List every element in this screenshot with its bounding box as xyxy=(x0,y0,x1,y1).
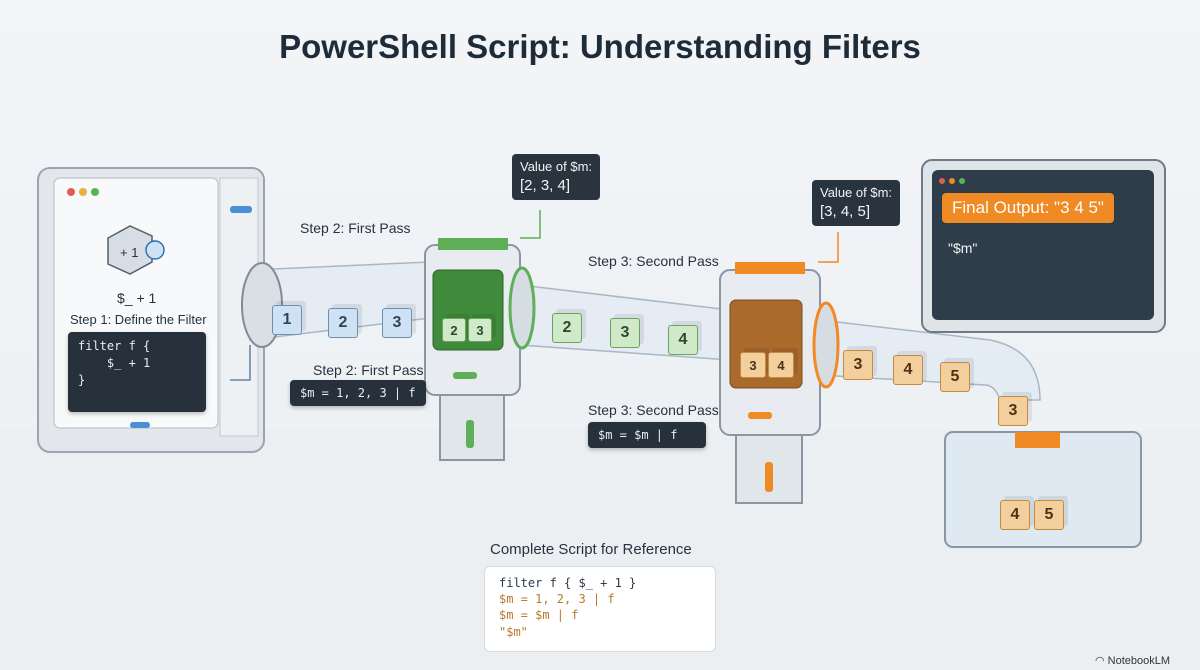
reference-line: $m = 1, 2, 3 | f xyxy=(499,592,615,607)
value-callout-second-pass: Value of $m: [3, 4, 5] xyxy=(812,180,901,226)
step1-code: filter f { $_ + 1 } xyxy=(68,332,206,412)
step3-label-bottom: Step 3: Second Pass xyxy=(588,402,719,418)
reference-line: "$m" xyxy=(499,624,528,639)
input-cube: 2 xyxy=(328,308,358,338)
input-cube: 1 xyxy=(272,305,302,335)
output-cube: 4 xyxy=(893,355,923,385)
bin-cube: 5 xyxy=(1034,500,1064,530)
reference-line: $m = $m | f xyxy=(499,608,579,623)
callout-value: [2, 3, 4] xyxy=(520,176,571,194)
final-output-badge: Final Output: "3 4 5" xyxy=(942,193,1114,223)
step3-code: $m = $m | f xyxy=(588,422,706,448)
callout-value: [3, 4, 5] xyxy=(820,202,871,220)
notebooklm-logo-icon: ◠ xyxy=(1095,655,1108,667)
step2-label-bottom: Step 2: First Pass xyxy=(313,362,424,378)
input-cube: 3 xyxy=(610,318,640,348)
machine-cube: 3 xyxy=(740,352,766,378)
page-title: PowerShell Script: Understanding Filters xyxy=(279,28,921,65)
step3-label-top: Step 3: Second Pass xyxy=(588,253,719,269)
value-callout-first-pass: Value of $m: [2, 3, 4] xyxy=(512,154,601,200)
input-cube: 3 xyxy=(382,308,412,338)
filter-formula: $_ + 1 xyxy=(117,290,157,306)
plus-one-label: + 1 xyxy=(120,245,139,260)
machine-cube: 3 xyxy=(468,318,492,342)
input-cube: 4 xyxy=(668,325,698,355)
machine-cube: 4 xyxy=(768,352,794,378)
step1-label: Step 1: Define the Filter xyxy=(70,312,207,327)
output-bin xyxy=(944,431,1142,548)
notebooklm-watermark: ◠ NotebookLM xyxy=(1095,654,1170,667)
watermark-text: NotebookLM xyxy=(1107,655,1171,667)
step2-label-top: Step 2: First Pass xyxy=(300,220,411,236)
machine-cube: 2 xyxy=(442,318,466,342)
step2-code: $m = 1, 2, 3 | f xyxy=(290,380,426,406)
callout-title: Value of $m: xyxy=(520,159,593,174)
output-cube: 5 xyxy=(940,362,970,392)
input-cube: 2 xyxy=(552,313,582,343)
callout-title: Value of $m: xyxy=(820,185,893,200)
falling-cube: 3 xyxy=(998,396,1028,426)
output-cube: 3 xyxy=(843,350,873,380)
reference-title: Complete Script for Reference xyxy=(490,541,692,558)
final-output-code: "$m" xyxy=(948,240,978,256)
bin-cube: 4 xyxy=(1000,500,1030,530)
reference-script: filter f { $_ + 1 } $m = 1, 2, 3 | f$m = … xyxy=(484,566,716,652)
reference-line: filter f { $_ + 1 } xyxy=(499,576,637,590)
